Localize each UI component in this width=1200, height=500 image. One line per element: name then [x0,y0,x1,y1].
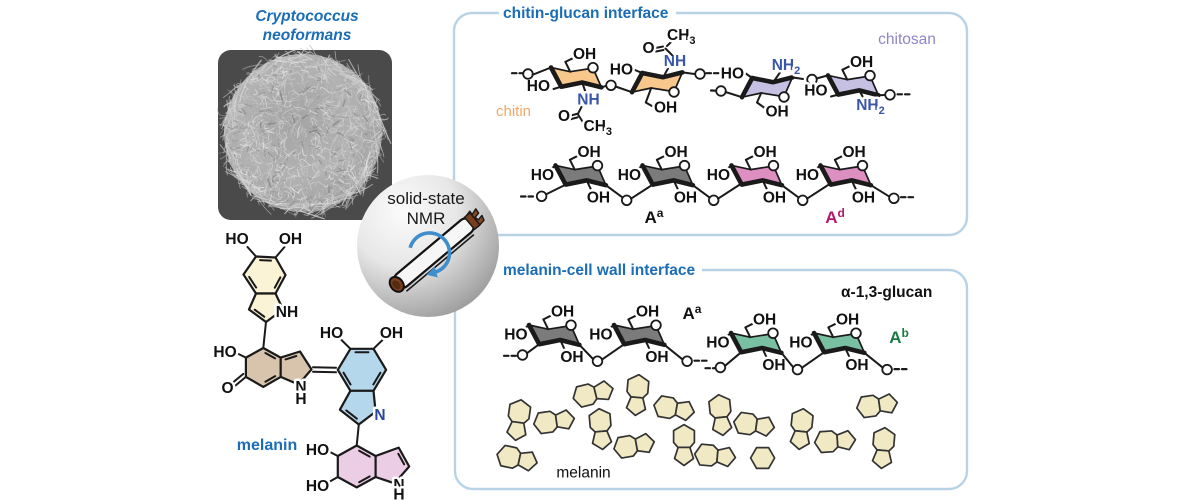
svg-text:NH: NH [577,92,599,109]
svg-text:OH: OH [573,46,596,63]
svg-text:OH: OH [551,304,574,321]
svg-text:OH: OH [843,144,866,161]
svg-text:HO: HO [225,231,248,248]
svg-text:HO: HO [804,83,827,100]
svg-text:OH: OH [754,144,777,161]
svg-text:NH: NH [664,53,686,70]
svg-text:HO: HO [306,478,329,495]
svg-text:α-1,3-glucan: α-1,3-glucan [841,284,932,301]
svg-text:melanin: melanin [237,437,297,454]
svg-text:OH: OH [753,312,776,329]
svg-text:HO: HO [610,62,633,79]
svg-text:O: O [558,108,570,125]
svg-text:OH: OH [578,144,601,161]
svg-text:N: N [393,477,404,494]
svg-text:HO: HO [706,335,729,352]
svg-text:solid-state: solid-state [387,189,464,208]
svg-text:OH: OH [766,104,789,121]
svg-text:OH: OH [587,190,610,207]
svg-text:N: N [374,407,385,424]
svg-text:HO: HO [618,167,641,184]
svg-text:neoformans: neoformans [263,27,352,44]
svg-text:HO: HO [789,335,812,352]
svg-text:OH: OH [845,357,868,374]
svg-text:melanin-cell wall interface: melanin-cell wall interface [503,262,695,279]
svg-text:O: O [221,380,233,397]
svg-text:OH: OH [560,349,583,366]
svg-text:HO: HO [707,167,730,184]
svg-text:NH: NH [276,304,298,321]
svg-text:H: H [295,391,306,408]
svg-text:HO: HO [531,167,554,184]
svg-text:OH: OH [654,100,677,117]
svg-text:H: H [393,487,404,500]
svg-text:OH: OH [665,144,688,161]
svg-text:N: N [295,379,306,396]
svg-text:HO: HO [589,327,612,344]
svg-text:OH: OH [852,190,875,207]
svg-text:OH: OH [279,231,302,248]
svg-text:OH: OH [836,312,859,329]
svg-text:HO: HO [527,78,550,95]
svg-text:OH: OH [636,304,659,321]
svg-text:OH: OH [674,190,697,207]
svg-text:OH: OH [850,54,873,71]
svg-text:HO: HO [504,327,527,344]
svg-text:OH: OH [380,325,403,342]
svg-text:OH: OH [763,190,786,207]
svg-text:OH: OH [762,357,785,374]
svg-text:chitosan: chitosan [878,31,936,48]
svg-text:HO: HO [721,66,744,83]
svg-text:melanin: melanin [556,465,610,482]
svg-text:Cryptococcus: Cryptococcus [255,8,359,25]
svg-text:HO: HO [320,325,343,342]
svg-text:HO: HO [306,442,329,459]
svg-text:HO: HO [213,344,236,361]
svg-text:OH: OH [645,349,668,366]
svg-text:chitin: chitin [496,103,531,120]
svg-text:O: O [642,40,654,57]
svg-text:NMR: NMR [407,209,446,228]
svg-text:HO: HO [796,167,819,184]
svg-text:chitin-glucan interface: chitin-glucan interface [503,5,669,22]
